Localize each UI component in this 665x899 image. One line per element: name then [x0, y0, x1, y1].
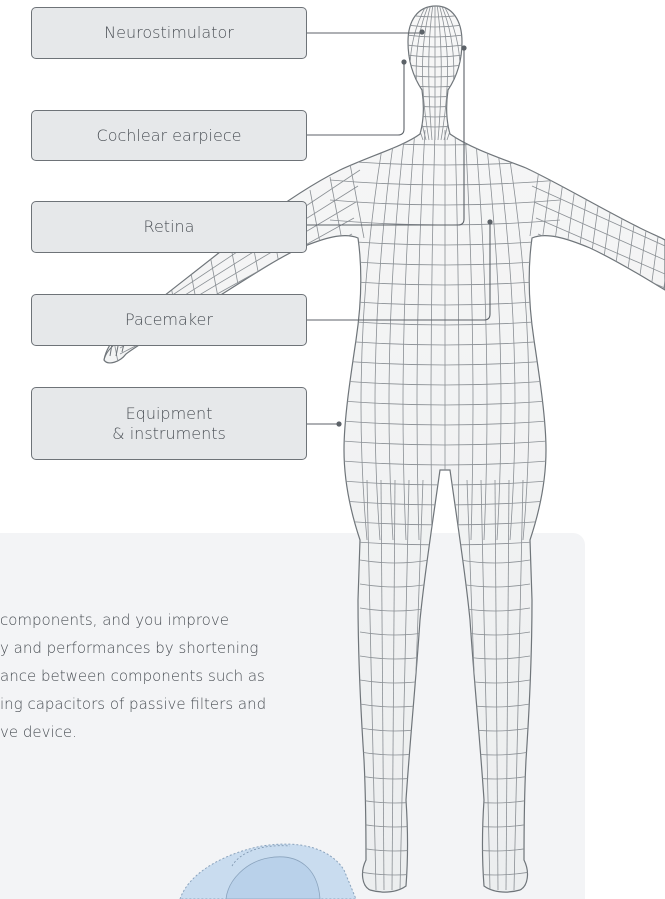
label-retina-text: Retina [144, 217, 195, 237]
label-cochlear-earpiece-text: Cochlear earpiece [97, 126, 242, 146]
endpoint-neurostimulator [419, 29, 424, 34]
label-pacemaker-text: Pacemaker [125, 310, 213, 330]
label-equipment-instruments: Equipment & instruments [31, 387, 307, 460]
label-retina: Retina [31, 201, 307, 253]
label-cochlear-earpiece: Cochlear earpiece [31, 110, 307, 161]
endpoint-retina [461, 45, 466, 50]
label-neurostimulator: Neurostimulator [31, 7, 307, 59]
endpoint-equipment [336, 421, 341, 426]
label-equipment-line-1: Equipment [126, 404, 213, 424]
connector-neurostimulator [307, 32, 422, 33]
endpoint-cochlear [401, 59, 406, 64]
connector-cochlear [307, 62, 404, 135]
endpoint-pacemaker [487, 219, 492, 224]
connector-pacemaker [307, 222, 490, 320]
label-neurostimulator-text: Neurostimulator [104, 23, 234, 43]
label-equipment-line-2: & instruments [112, 424, 226, 444]
label-pacemaker: Pacemaker [31, 294, 307, 346]
connector-retina [307, 48, 464, 225]
